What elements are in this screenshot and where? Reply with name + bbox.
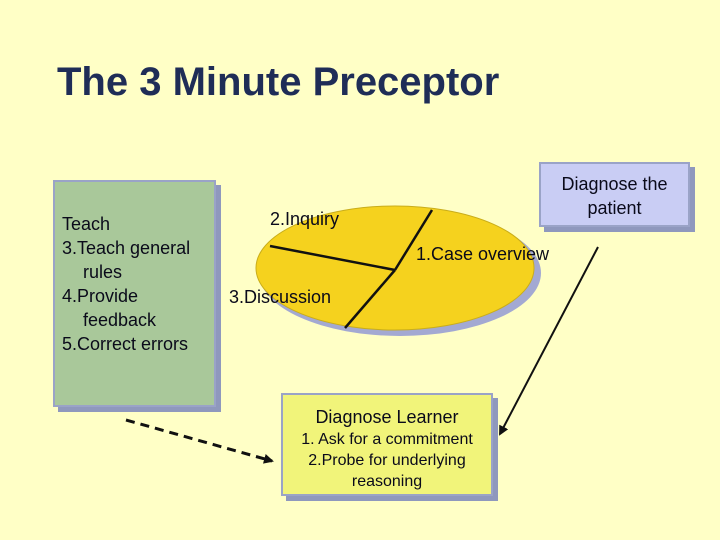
teach-line: 4.Provide [62, 286, 139, 306]
diagnose-patient-line: Diagnose the [561, 174, 668, 194]
teach-line: feedback [83, 310, 157, 330]
teach-box: Teach 3.Teach general rules 4.Provide fe… [53, 180, 216, 407]
teach-line: Teach [62, 214, 111, 234]
divider-line-top [393, 209, 434, 271]
divider-line-bottom [344, 269, 396, 329]
patient-to-learner-arrow [499, 246, 599, 436]
diagnose-learner-step: reasoning [351, 473, 423, 490]
divider-line-left [269, 244, 396, 272]
teach-line: 5.Correct errors [62, 334, 189, 354]
slide-title: The 3 Minute Preceptor [57, 60, 500, 104]
teach-to-learner-dashed-arrow [125, 418, 274, 464]
diagnose-patient-line: patient [587, 198, 642, 218]
teach-line: 3.Teach general [62, 238, 191, 258]
label-discussion: 3.Discussion [229, 287, 332, 307]
teach-line: rules [83, 262, 123, 282]
diagnose-patient-box: Diagnose the patient [539, 162, 690, 227]
diagnose-learner-box: Diagnose Learner 1. Ask for a commitment… [281, 393, 493, 496]
diagnose-learner-step: 1. Ask for a commitment [301, 431, 473, 448]
label-inquiry: 2.Inquiry [270, 209, 340, 229]
diagnose-learner-step: 2.Probe for underlying [308, 452, 466, 469]
diagnose-learner-heading: Diagnose Learner [315, 407, 459, 427]
label-case-overview: 1.Case overview [416, 244, 550, 264]
